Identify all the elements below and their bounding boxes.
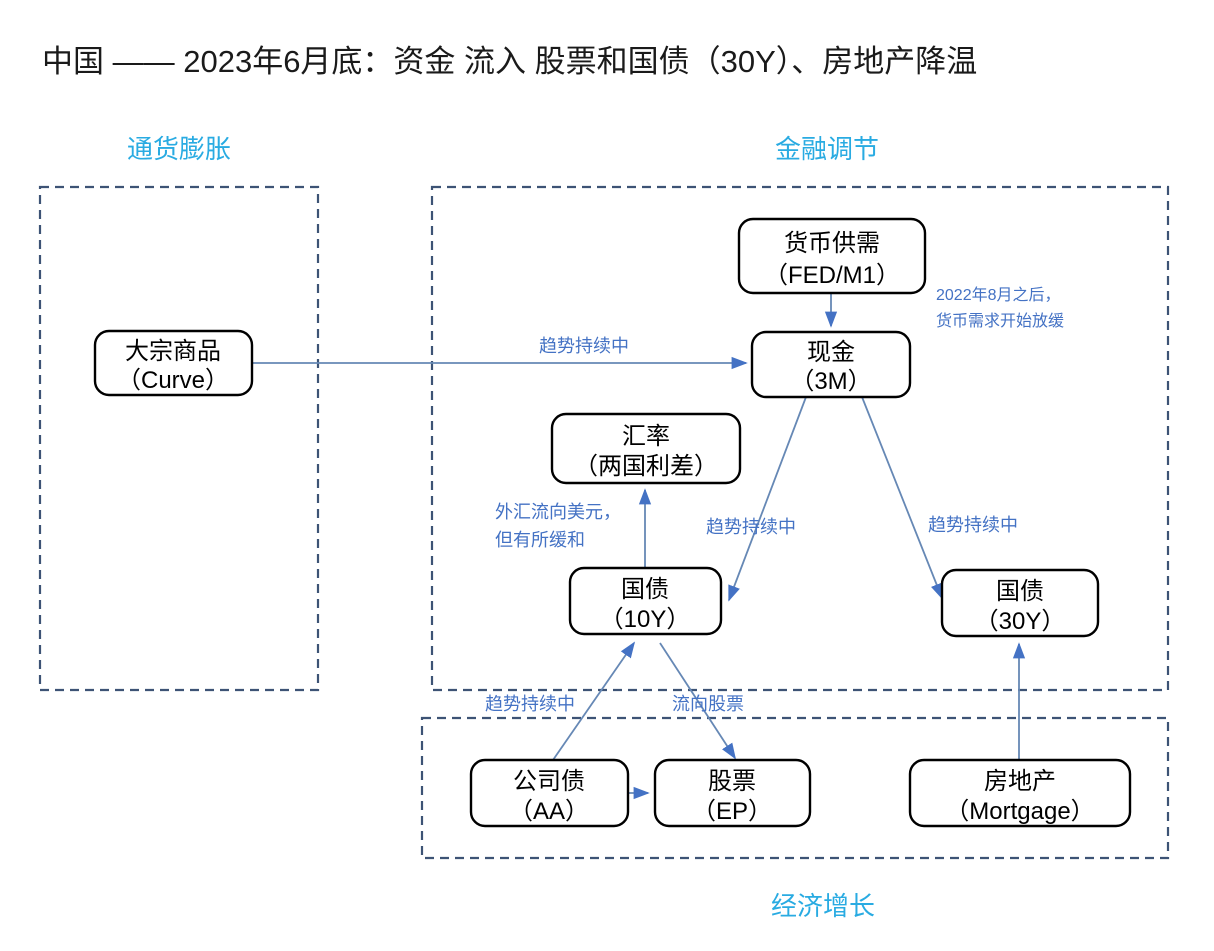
node-bond-30y[interactable]: 国债 （30Y） [940, 568, 1100, 638]
group-label-inflation: 通货膨胀 [127, 134, 231, 164]
edge-label-bond10y-to-fx-line1: 外汇流向美元， [495, 502, 621, 522]
node-cash-box[interactable] [750, 330, 912, 399]
node-cash[interactable]: 现金 （3M） [750, 330, 912, 399]
edge-label-commodity-to-cash: 趋势持续中 [539, 336, 629, 356]
edge-cash-to-bond30y [861, 396, 943, 600]
node-commodity-line2: （Curve） [117, 367, 229, 394]
node-cash-line1: 现金 [807, 339, 855, 366]
node-money-box[interactable] [737, 217, 927, 295]
node-cash-line2: （3M） [790, 368, 871, 395]
node-realestate-line1: 房地产 [984, 768, 1056, 795]
node-bond-10y[interactable]: 国债 （10Y） [568, 566, 723, 636]
node-bond30y-line2: （30Y） [975, 608, 1066, 635]
node-commodity[interactable]: 大宗商品 （Curve） [93, 329, 254, 397]
node-money-supply-demand[interactable]: 货币供需 （FED/M1） [737, 217, 927, 295]
node-fx-rate[interactable]: 汇率 （两国利差） [550, 412, 742, 485]
node-equity-line1: 股票 [708, 768, 756, 795]
node-equity[interactable]: 股票 （EP） [653, 758, 812, 828]
node-fx-line1: 汇率 [622, 423, 670, 450]
node-bond10y-line1: 国债 [621, 576, 669, 603]
node-bond30y-line1: 国债 [996, 578, 1044, 605]
node-realestate-box[interactable] [908, 758, 1132, 828]
edge-label-bond10y-to-fx-line2: 但有所缓和 [495, 530, 585, 550]
node-bond30y-box[interactable] [940, 568, 1100, 638]
node-equity-line2: （EP） [692, 798, 772, 825]
node-money-line2: （FED/M1） [764, 262, 900, 289]
edge-bond10y-to-equity [659, 642, 736, 760]
node-corpbond-line2: （AA） [509, 798, 589, 825]
edge-label-cash-to-bond10y: 趋势持续中 [706, 517, 796, 537]
node-money-line1: 货币供需 [784, 230, 880, 257]
node-fx-box[interactable] [550, 412, 742, 485]
node-realestate-line2: （Mortgage） [945, 798, 1094, 825]
node-bond10y-line2: （10Y） [600, 606, 691, 633]
edge-corpbond-to-bond10y [552, 641, 636, 761]
node-fx-line2: （两国利差） [574, 453, 718, 480]
edge-label-cash-to-bond30y: 趋势持续中 [928, 515, 1018, 535]
note-money-demand-line1: 2022年8月之后， [936, 286, 1061, 304]
node-commodity-line1: 大宗商品 [125, 338, 221, 365]
node-corporate-bond[interactable]: 公司债 （AA） [469, 758, 630, 828]
note-money-demand-line2: 货币需求开始放缓 [936, 312, 1064, 330]
node-corpbond-box[interactable] [469, 758, 630, 828]
edge-cash-to-bond10y [728, 396, 807, 602]
panel-growth [420, 716, 1170, 860]
page-title: 中国 —— 2023年6月底：资金 流入 股票和国债（30Y）、房地产降温 [42, 44, 977, 79]
group-label-financial: 金融调节 [775, 134, 879, 164]
group-label-growth: 经济增长 [771, 891, 875, 921]
node-corpbond-line1: 公司债 [513, 768, 585, 795]
node-bond10y-box[interactable] [568, 566, 723, 636]
node-commodity-box[interactable] [93, 329, 254, 397]
node-equity-box[interactable] [653, 758, 812, 828]
panel-financial [430, 185, 1170, 692]
edge-label-equity-flow: 流向股票 [672, 694, 744, 714]
edge-label-corpbond-to-bond10y: 趋势持续中 [485, 694, 575, 714]
node-real-estate[interactable]: 房地产 （Mortgage） [908, 758, 1132, 828]
panel-inflation [38, 185, 320, 692]
